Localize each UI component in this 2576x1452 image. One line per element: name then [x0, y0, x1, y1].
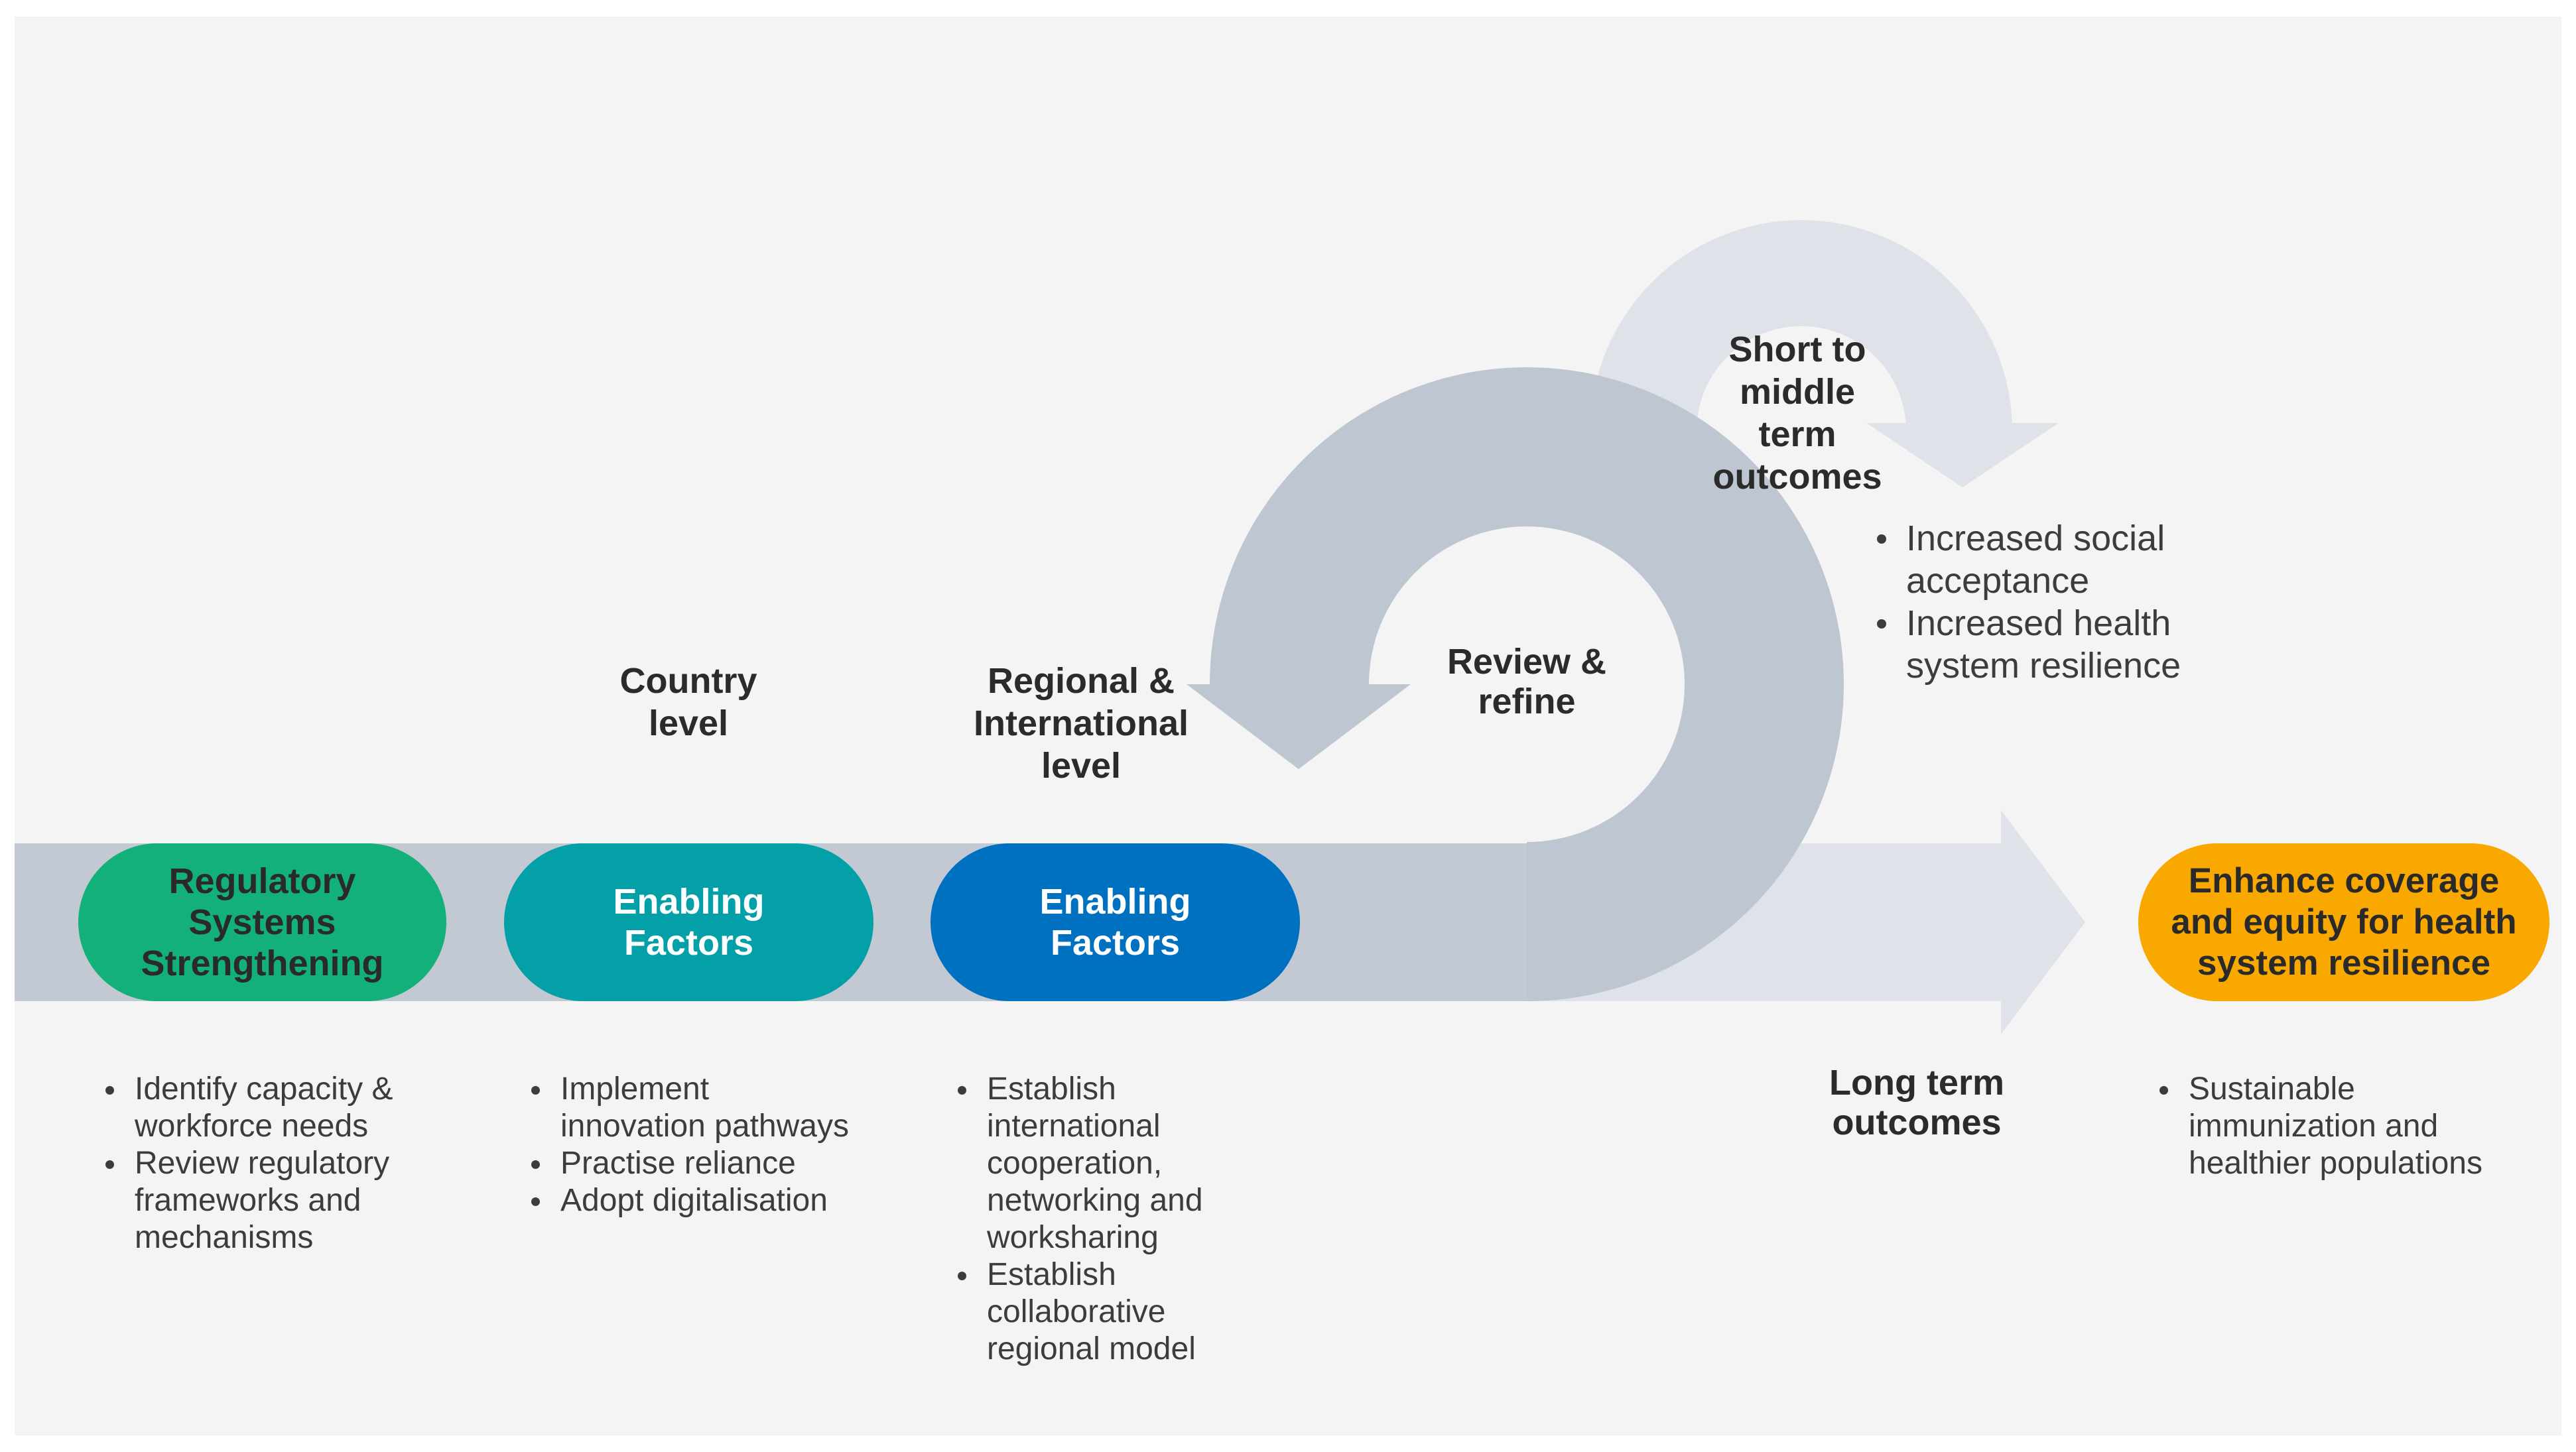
country-bullet-list: Implement innovation pathways Practise r… [529, 1071, 932, 1219]
list-item-line: Increased social [1906, 518, 2165, 558]
pill-line: Factors [623, 923, 754, 963]
list-item-line: networking and [987, 1183, 1203, 1218]
short-middle-bullet-list: Increased social acceptance Increased he… [1874, 517, 2278, 687]
pill-line: system resilience [2197, 943, 2490, 983]
review-refine-label: Review & refine [1394, 642, 1659, 721]
list-item: Establish international cooperation, net… [958, 1071, 1319, 1256]
list-item-line: Practise reliance [560, 1146, 796, 1181]
enhance-coverage-pill: Enhance coverage and equity for health s… [2138, 843, 2549, 1001]
pill-line: and equity for health [2171, 902, 2517, 941]
review-refine-line: Review & [1447, 642, 1607, 682]
pill-line: Strengthening [141, 943, 384, 983]
country-level-line: Country [619, 661, 757, 701]
list-item: Implement innovation pathways [531, 1071, 932, 1145]
long-term-outcomes-label: Long term outcomes [1791, 1063, 2043, 1142]
regional-level-line: Regional & [987, 661, 1175, 701]
list-item-line: Sustainable [2189, 1071, 2355, 1107]
list-item-line: Increased health [1906, 603, 2171, 643]
list-item: Sustainable immunization and healthier p… [2159, 1071, 2576, 1182]
list-item-line: international [987, 1109, 1161, 1144]
list-item: Identify capacity & workforce needs [105, 1071, 506, 1145]
list-item-line: healthier populations [2189, 1146, 2482, 1181]
list-item: Review regulatory frameworks and mechani… [105, 1145, 506, 1256]
pill-line: Enabling [613, 882, 765, 922]
short-middle-line: outcomes [1712, 457, 1882, 497]
small-loop-arrow [1590, 220, 2059, 487]
list-item: Increased social acceptance [1877, 517, 2278, 602]
enabling-factors-country-pill: Enabling Factors [504, 843, 873, 1001]
long-term-line: Long term [1829, 1063, 2004, 1103]
list-item-line: Adopt digitalisation [560, 1183, 828, 1218]
short-middle-line: Short to [1728, 330, 1866, 369]
pill-line: Enabling [1039, 882, 1191, 922]
list-item-line: acceptance [1906, 561, 2090, 601]
list-item-line: mechanisms [135, 1220, 314, 1255]
list-item-line: worksharing [987, 1220, 1159, 1255]
list-item: Adopt digitalisation [531, 1182, 932, 1219]
short-middle-outcomes-label: Short to middle term outcomes [1678, 328, 1917, 498]
list-item: Establish collaborative regional model [958, 1256, 1319, 1368]
list-item-line: regional model [987, 1331, 1196, 1366]
list-item-line: collaborative [987, 1294, 1166, 1329]
enhance-bullet-list: Sustainable immunization and healthier p… [2157, 1071, 2576, 1182]
review-loop-arrow [1187, 367, 1844, 1001]
regulatory-bullet-list: Identify capacity & workforce needs Revi… [103, 1071, 506, 1256]
pill-line: Regulatory [168, 861, 356, 901]
list-item-line: system resilience [1906, 646, 2181, 686]
list-item: Increased health system resilience [1877, 602, 2278, 687]
list-item-line: cooperation, [987, 1146, 1163, 1181]
list-item-line: Identify capacity & [135, 1071, 393, 1107]
enabling-factors-regional-pill: Enabling Factors [931, 843, 1300, 1001]
list-item-line: Establish [987, 1071, 1116, 1107]
regulatory-systems-pill: Regulatory Systems Strengthening [78, 843, 446, 1001]
short-middle-line: term [1758, 414, 1836, 454]
list-item: Practise reliance [531, 1145, 932, 1182]
country-level-label: Country level [569, 660, 808, 745]
list-item-line: workforce needs [135, 1109, 369, 1144]
list-item-line: innovation pathways [560, 1109, 849, 1144]
short-middle-line: middle [1739, 372, 1856, 412]
pill-line: Enhance coverage [2188, 861, 2500, 900]
regional-level-label: Regional & International level [929, 660, 1234, 787]
list-item-line: immunization and [2189, 1109, 2439, 1144]
regional-level-line: International [973, 703, 1189, 743]
regional-level-line: level [1041, 746, 1122, 786]
pill-line: Systems [188, 902, 336, 942]
long-term-line: outcomes [1832, 1103, 2002, 1142]
regional-bullet-list: Establish international cooperation, net… [955, 1071, 1319, 1368]
list-item-line: Establish [987, 1257, 1116, 1292]
list-item-line: Review regulatory [135, 1146, 390, 1181]
list-item-line: frameworks and [135, 1183, 361, 1218]
list-item-line: Implement [560, 1071, 710, 1107]
pill-line: Factors [1050, 923, 1181, 963]
review-refine-line: refine [1478, 682, 1576, 721]
country-level-line: level [648, 703, 729, 743]
